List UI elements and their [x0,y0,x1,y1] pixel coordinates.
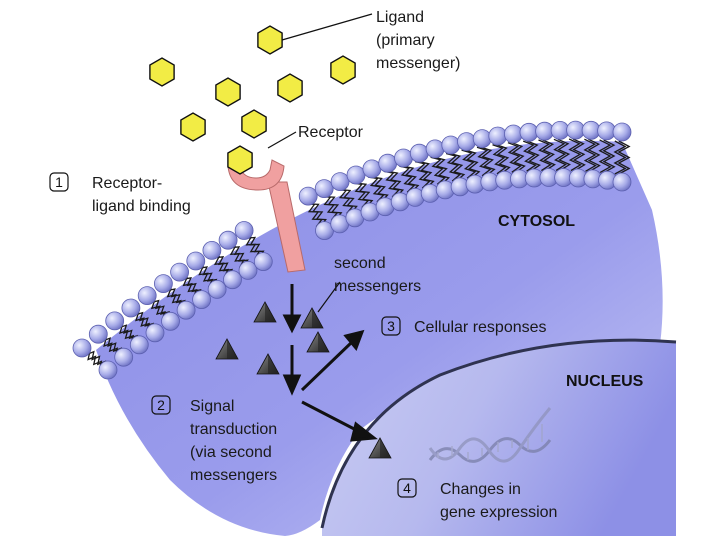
step-3: 3 Cellular responses [381,316,547,336]
step-1-line-2: ligand binding [92,198,191,215]
ligand-group [149,25,356,175]
step-4-line-1: Changes in [440,481,521,498]
cytosol-label: CYTOSOL [498,213,575,230]
second-messenger-leader [317,281,341,313]
step-4-line-2: gene expression [440,504,557,521]
ligand-hexagon-icon [180,112,206,142]
step-1: 1 Receptor- ligand binding [49,172,191,215]
second-messengers-line-1: second [334,255,386,272]
nucleus-label: NUCLEUS [566,373,644,390]
step-2-badge [151,395,171,415]
ligand-hexagon-icon [227,145,253,175]
step-2-line-1: Signal [190,398,234,415]
step-2-line-4: messengers [190,467,277,484]
ligand-hexagon-icon [149,57,175,87]
step-2-number: 2 [157,397,165,413]
arrow-head-2 [282,374,302,396]
plasma-membrane-bilayer [72,120,632,380]
receptor-label: Receptor [298,124,364,141]
ligand-label-line-1: Ligand [376,9,424,26]
step-3-badge [381,316,401,336]
ligand-hexagon-icon [257,25,283,55]
step-4: 4 Changes in gene expression [397,478,557,521]
second-messengers-label: second messengers [334,255,421,295]
dna-helix-icon [428,407,552,463]
step-1-line-1: Receptor- [92,175,162,192]
second-messengers-line-2: messengers [334,278,421,295]
second-messenger-group [215,301,392,459]
step-2-line-2: transduction [190,421,277,438]
nuclear-envelope [320,338,677,529]
step-4-number: 4 [403,480,411,496]
arrow-head-4 [350,421,378,442]
cytosol-region [96,140,663,536]
receptor-protein [227,157,306,273]
step-2-line-3: (via second [190,444,272,461]
signal-arrows [282,284,378,442]
step-1-badge [49,172,69,192]
ligand-label-line-3: messenger) [376,55,460,72]
ligand-hexagon-icon [241,109,267,139]
arrow-head-1 [282,314,302,334]
ligand-hexagon-icon [330,55,356,85]
step-3-number: 3 [387,318,395,334]
arrow-head-3 [343,329,365,351]
receptor-leader [267,131,297,149]
ligand-hexagon-icon [277,73,303,103]
ligand-hexagon-icon [215,77,241,107]
step-4-badge [397,478,417,498]
step-3-line-1: Cellular responses [414,319,547,336]
step-1-number: 1 [55,174,63,190]
leader-lines [267,13,373,313]
ligand-leader [281,13,373,41]
nucleus-region [322,340,676,536]
step-2: 2 Signal transduction (via second messen… [151,395,277,484]
ligand-label-line-2: (primary [376,32,435,49]
ligand-label: Ligand (primary messenger) [376,9,460,72]
